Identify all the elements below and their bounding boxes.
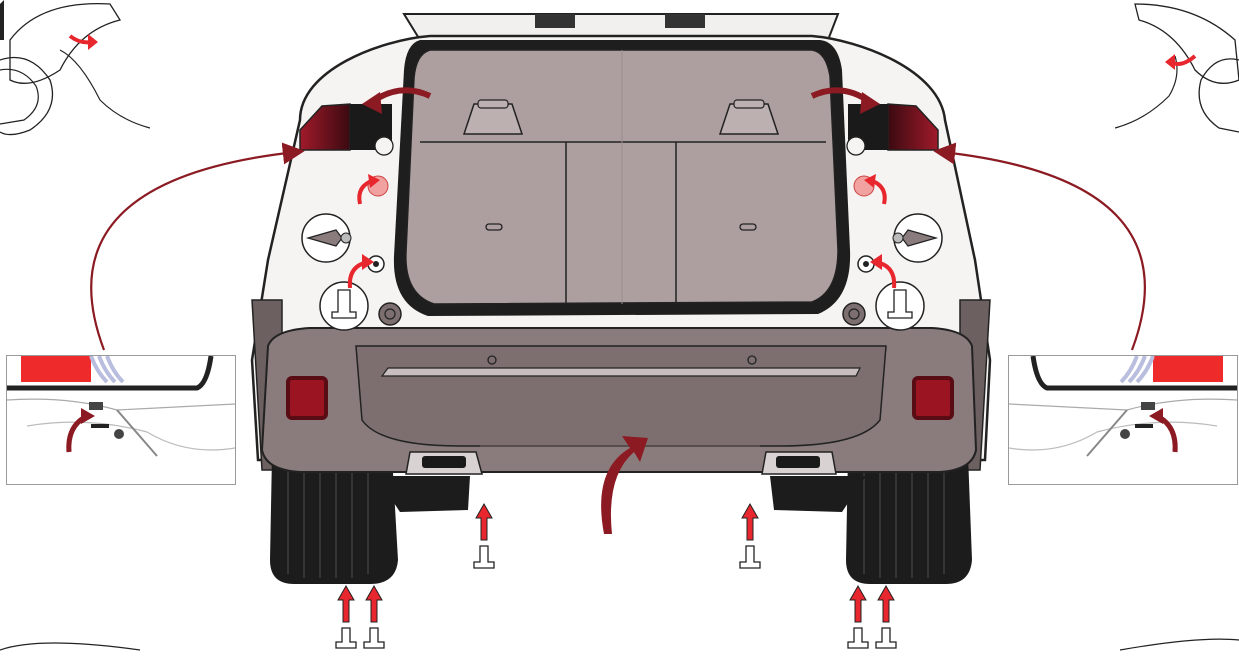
mount-hole-right	[843, 303, 865, 325]
wheel-left	[270, 455, 398, 584]
reflector-right	[914, 378, 952, 418]
corner-detail-br	[1120, 639, 1239, 650]
reflector-left	[288, 378, 326, 418]
push-up-arrow-icon	[338, 504, 894, 622]
wheel-arch-detail-icon	[1115, 0, 1239, 140]
underside-fasteners	[336, 504, 896, 648]
trunk-opening	[394, 40, 850, 316]
corner-detail-bl	[0, 643, 140, 650]
screw-icon	[336, 546, 896, 648]
underbody	[376, 476, 866, 512]
bumper-clip-detail-icon	[6, 355, 236, 485]
wheel-right	[846, 455, 972, 584]
wheel-arch-detail-icon	[0, 0, 150, 140]
bumper-clip-detail-icon	[1008, 355, 1238, 485]
rear-bumper	[262, 303, 976, 474]
mount-hole-left	[379, 303, 401, 325]
